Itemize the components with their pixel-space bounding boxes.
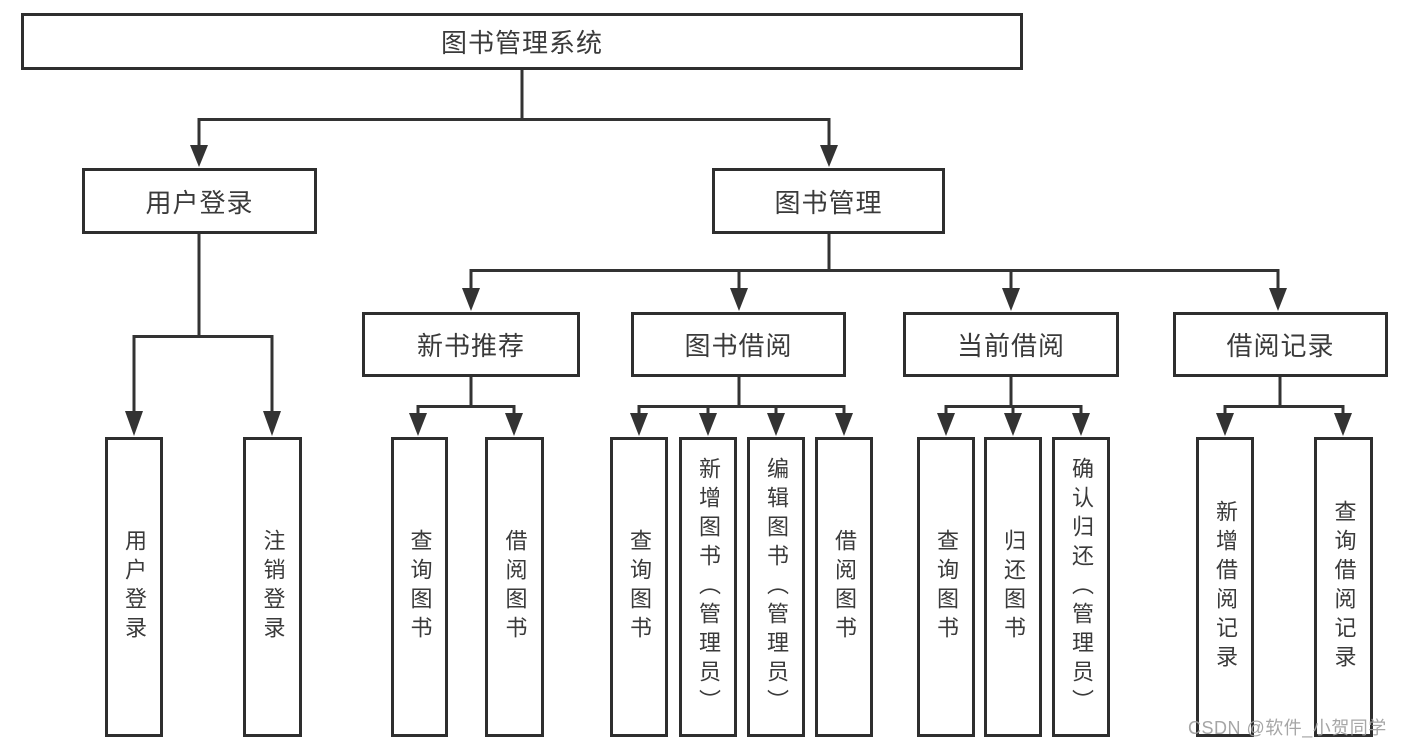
arrowheads [125, 145, 1352, 436]
node-current-borrow-label: 当前借阅 [956, 331, 1065, 361]
leaf-query-books-current: 查询图书 [917, 437, 975, 737]
node-root: 图书管理系统 [21, 13, 1023, 70]
leaf-edit-books-admin: 编辑图书（管理员） [747, 437, 805, 737]
leaf-add-books-admin: 新增图书（管理员） [679, 437, 737, 737]
node-user-login: 用户登录 [82, 168, 317, 234]
leaf-query-books-current-label: 查询图书 [934, 529, 959, 645]
node-borrow-records-label: 借阅记录 [1226, 331, 1335, 361]
leaf-return-books-label: 归还图书 [1001, 529, 1026, 645]
connector-stems [132, 68, 1345, 415]
leaf-logout: 注销登录 [243, 437, 302, 737]
node-new-book-recommend-label: 新书推荐 [416, 331, 525, 361]
leaf-borrow-books-recommend: 借阅图书 [485, 437, 544, 737]
leaf-return-books: 归还图书 [984, 437, 1042, 737]
node-new-book-recommend: 新书推荐 [362, 312, 580, 377]
leaf-query-books-borrow: 查询图书 [610, 437, 668, 737]
node-current-borrow: 当前借阅 [903, 312, 1119, 377]
leaf-confirm-return-admin-label: 确认归还（管理员） [1069, 456, 1094, 718]
node-book-management: 图书管理 [712, 168, 945, 234]
leaf-add-books-admin-label: 新增图书（管理员） [696, 456, 721, 718]
node-book-borrow: 图书借阅 [631, 312, 846, 377]
node-root-label: 图书管理系统 [440, 28, 603, 58]
leaf-query-books-recommend-label: 查询图书 [407, 529, 433, 645]
leaf-user-login-label: 用户登录 [122, 529, 147, 645]
leaf-borrow-books: 借阅图书 [815, 437, 873, 737]
leaf-query-borrow-record: 查询借阅记录 [1314, 437, 1373, 737]
leaf-logout-label: 注销登录 [260, 529, 286, 645]
leaf-edit-books-admin-label: 编辑图书（管理员） [764, 456, 789, 718]
leaf-confirm-return-admin: 确认归还（管理员） [1052, 437, 1110, 737]
node-book-management-label: 图书管理 [774, 187, 883, 218]
leaf-query-books-borrow-label: 查询图书 [627, 529, 652, 645]
leaf-query-books-recommend: 查询图书 [391, 437, 448, 737]
watermark: CSDN @软件_小贺同学 [1188, 718, 1387, 738]
leaf-borrow-books-label: 借阅图书 [832, 529, 857, 645]
leaf-add-borrow-record: 新增借阅记录 [1196, 437, 1254, 737]
node-book-borrow-label: 图书借阅 [684, 331, 793, 361]
leaf-add-borrow-record-label: 新增借阅记录 [1213, 500, 1238, 674]
leaf-query-borrow-record-label: 查询借阅记录 [1331, 500, 1357, 674]
leaf-borrow-books-recommend-label: 借阅图书 [502, 529, 528, 645]
leaf-user-login: 用户登录 [105, 437, 163, 737]
node-borrow-records: 借阅记录 [1173, 312, 1388, 377]
node-user-login-label: 用户登录 [145, 187, 254, 218]
